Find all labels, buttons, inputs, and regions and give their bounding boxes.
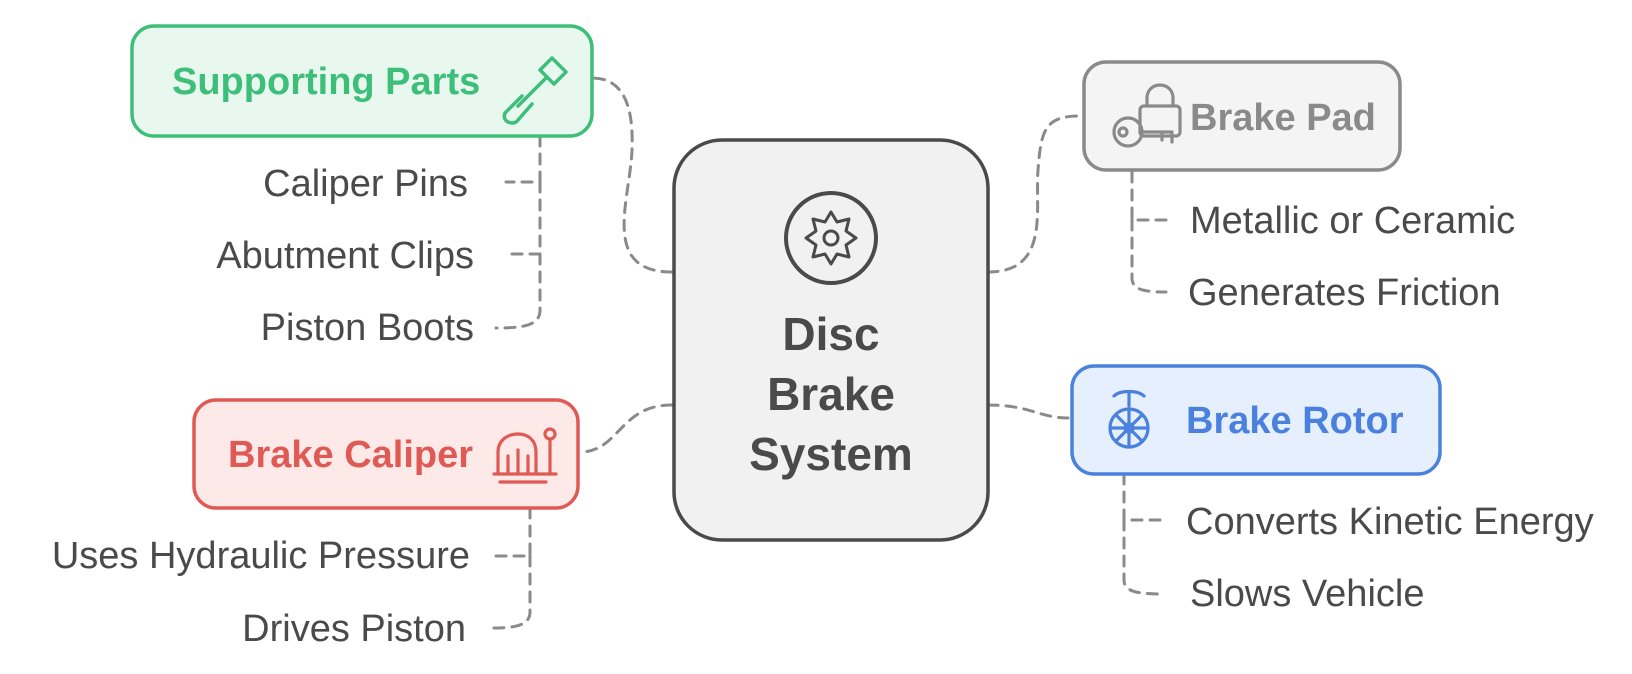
supporting-parts-item: Abutment Clips <box>216 235 474 277</box>
connector-supporting-parts <box>590 76 674 274</box>
caliper-icon <box>492 427 558 484</box>
connector-kinetic <box>1122 472 1162 522</box>
connector-caliper-pins <box>504 134 542 184</box>
connector-piston-boots <box>494 252 542 330</box>
brake-rotor-item: Slows Vehicle <box>1190 573 1424 615</box>
brake-pad-item: Metallic or Ceramic <box>1190 200 1515 242</box>
connector-slows <box>1122 518 1166 596</box>
center-title-line-2: Brake <box>767 368 895 420</box>
connector-brake-pad <box>986 114 1082 274</box>
brake-caliper-item: Uses Hydraulic Pressure <box>52 535 470 577</box>
connector-abutment-clips <box>504 180 542 256</box>
wheel-icon <box>1108 389 1150 449</box>
gear-icon <box>784 191 878 285</box>
connector-drives-piston <box>492 554 532 630</box>
brake-caliper-title: Brake Caliper <box>228 434 473 476</box>
screwdriver-icon <box>502 56 568 125</box>
center-title-line-3: System <box>749 428 913 480</box>
brake-pad-item: Generates Friction <box>1188 272 1501 314</box>
supporting-parts-item: Caliper Pins <box>263 163 468 205</box>
center-title-line-1: Disc <box>782 308 879 360</box>
brake-rotor-item: Converts Kinetic Energy <box>1186 501 1594 543</box>
brake-rotor-title: Brake Rotor <box>1186 400 1404 442</box>
connectors <box>492 76 1170 630</box>
branch-supporting-parts: Supporting Parts <box>130 24 594 138</box>
key-lock-icon <box>1112 83 1182 148</box>
branch-brake-rotor: Brake Rotor <box>1070 364 1442 476</box>
connector-brake-rotor <box>986 403 1070 420</box>
center-node: Disc Brake System <box>672 138 990 542</box>
connector-metallic <box>1130 170 1170 222</box>
brake-caliper-item: Drives Piston <box>242 608 466 650</box>
branch-brake-pad: Brake Pad <box>1082 60 1402 172</box>
connector-friction <box>1130 218 1168 294</box>
connector-brake-caliper <box>580 403 674 454</box>
brake-pad-title: Brake Pad <box>1190 97 1376 139</box>
supporting-parts-item: Piston Boots <box>261 307 474 349</box>
supporting-parts-title: Supporting Parts <box>172 61 480 103</box>
connector-hydraulic <box>494 506 532 558</box>
branch-brake-caliper: Brake Caliper <box>192 398 580 510</box>
